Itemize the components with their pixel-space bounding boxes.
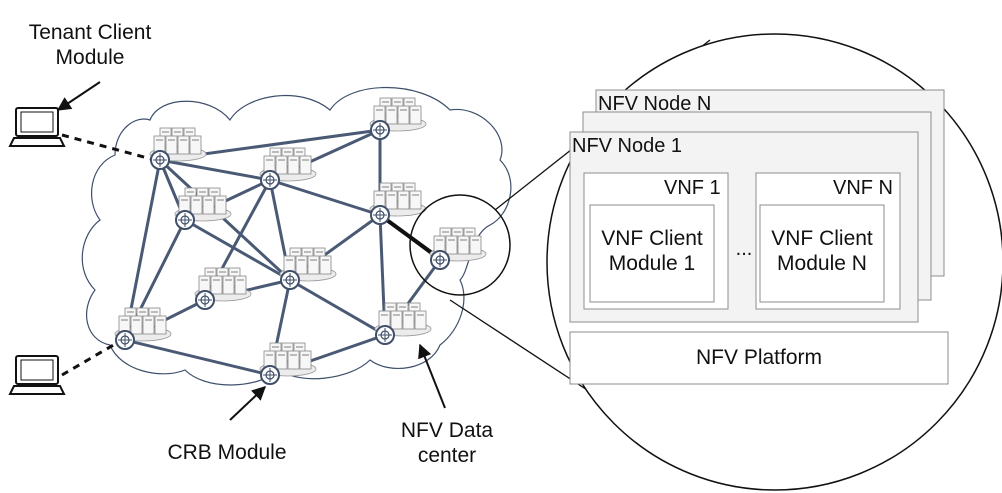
server-rack-icon bbox=[369, 97, 427, 132]
datacenter-uplink bbox=[378, 213, 434, 255]
datacenter-node bbox=[279, 247, 337, 290]
laptop-icon bbox=[8, 355, 66, 395]
server-rack-icon bbox=[374, 302, 432, 337]
datacenter-node bbox=[114, 307, 172, 350]
vnf-client-module-n-line2: Module N bbox=[777, 252, 867, 276]
highlight-circle bbox=[409, 194, 511, 296]
nfv-datacenter-label: NFV Data center bbox=[382, 418, 512, 468]
link bbox=[183, 218, 292, 282]
datacenter-nodes bbox=[114, 97, 487, 385]
datacenter-node bbox=[259, 147, 317, 190]
server-rack-icon bbox=[174, 187, 232, 222]
server-rack-icon bbox=[279, 247, 337, 282]
crb-module-label: CRB Module bbox=[167, 441, 287, 464]
laptop-icon bbox=[8, 107, 66, 147]
link bbox=[268, 178, 382, 217]
tenant-client-label-line1: Tenant Client bbox=[28, 21, 152, 44]
router-icon bbox=[260, 365, 280, 385]
vnf-n-label: VNF N bbox=[833, 177, 893, 199]
nfv-datacenter-label-line1: NFV Data bbox=[400, 419, 494, 442]
tenant-link-top bbox=[61, 133, 156, 162]
router-icon bbox=[370, 120, 390, 140]
crb-arrow bbox=[229, 386, 267, 421]
vnf-client-module-n-label: VNF Client Module N bbox=[760, 226, 884, 276]
link bbox=[158, 158, 292, 282]
datacenter-node bbox=[429, 227, 487, 270]
router-icon bbox=[115, 330, 135, 350]
vnf-client-module-1-box bbox=[589, 204, 715, 303]
tenant-client-label-line2: Module bbox=[55, 46, 125, 70]
link bbox=[123, 338, 272, 377]
vnf-ellipsis: ... bbox=[735, 238, 753, 260]
vnf-client-module-1-label: VNF Client Module 1 bbox=[590, 226, 714, 276]
router-icon bbox=[430, 250, 450, 270]
datacenter-node bbox=[374, 302, 432, 345]
datacenter-node bbox=[369, 97, 427, 140]
vnf-client-module-1-line1: VNF Client bbox=[601, 227, 703, 250]
tenant-link-bottom bbox=[61, 338, 123, 377]
nfv-node-n-label: NFV Node N bbox=[598, 93, 712, 115]
nfv-node-1-label: NFV Node 1 bbox=[572, 135, 683, 157]
router-icon bbox=[150, 150, 170, 170]
router-icon bbox=[280, 270, 300, 290]
link bbox=[288, 278, 387, 337]
link bbox=[158, 158, 272, 182]
vnf-client-module-1-line2: Module 1 bbox=[608, 252, 696, 276]
router-icon bbox=[260, 170, 280, 190]
vnf-client-module-n-box bbox=[759, 204, 885, 303]
vnf-1-label: VNF 1 bbox=[664, 177, 721, 199]
vnf-client-module-n-line1: VNF Client bbox=[771, 227, 873, 250]
router-icon bbox=[195, 290, 215, 310]
router-icon bbox=[375, 325, 395, 345]
datacenter-node bbox=[174, 187, 232, 230]
datacenter-node bbox=[194, 267, 252, 310]
tenant-client-label: Tenant Client Module bbox=[10, 20, 170, 70]
datacenter-arrow bbox=[418, 343, 446, 409]
nfv-platform-box bbox=[569, 331, 949, 385]
datacenter-node bbox=[259, 342, 317, 385]
nfv-platform-label: NFV Platform bbox=[695, 346, 823, 369]
tenant-arrow bbox=[56, 81, 101, 111]
router-icon bbox=[175, 210, 195, 230]
router-icon bbox=[370, 205, 390, 225]
datacenter-node bbox=[149, 127, 207, 170]
nfv-datacenter-label-line2: center bbox=[417, 444, 477, 468]
